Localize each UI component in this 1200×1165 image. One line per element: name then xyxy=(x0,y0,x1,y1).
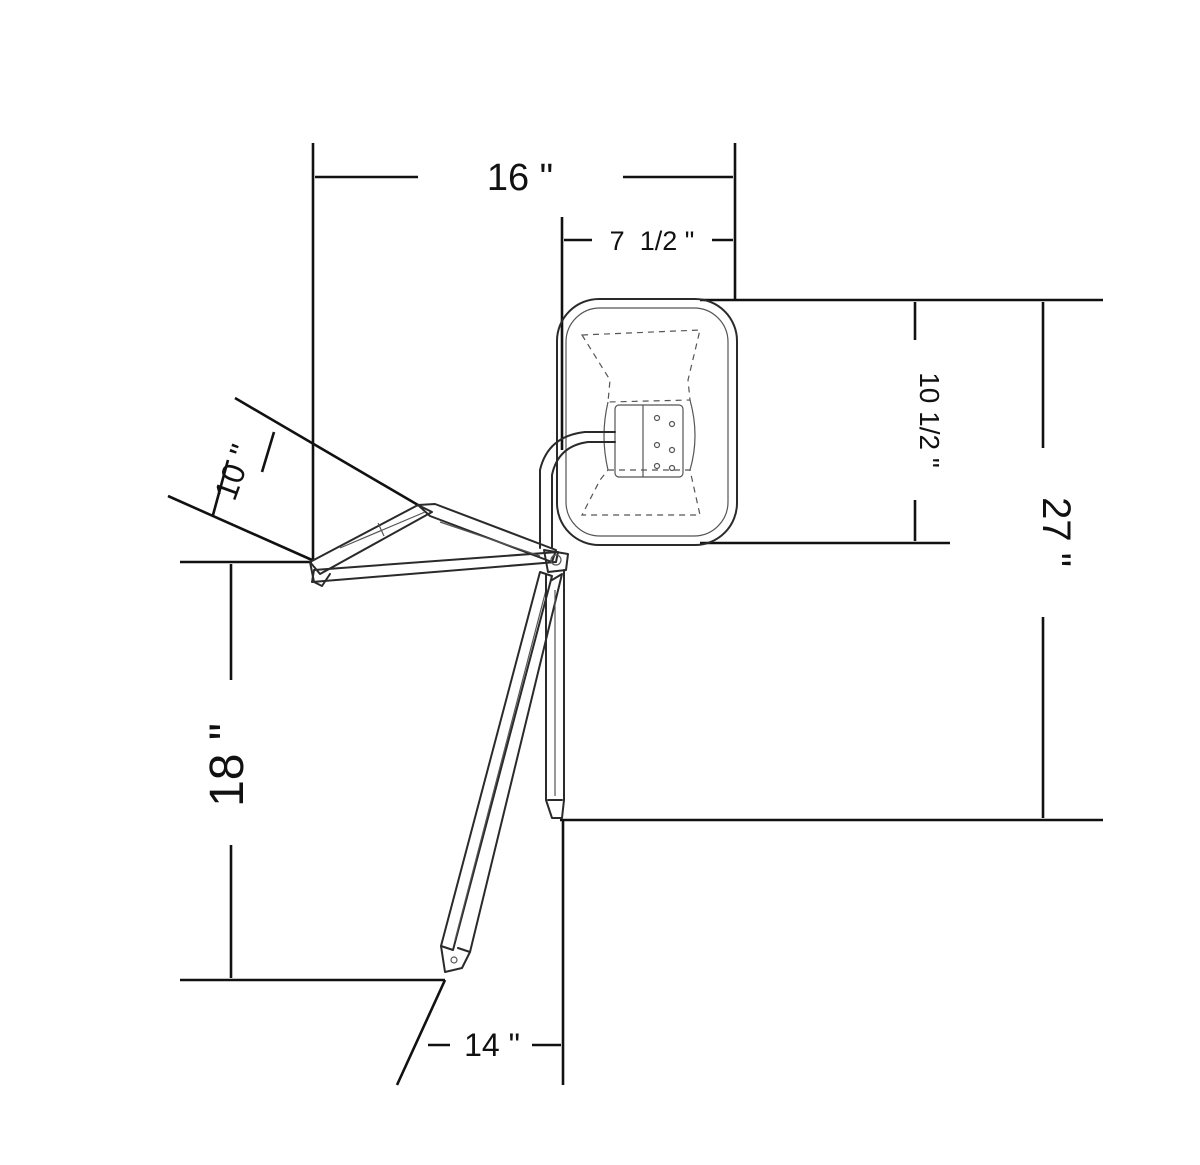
dim-lower-drop: 18 " xyxy=(201,723,254,807)
dim-head-width: 7 1/2 " xyxy=(610,226,695,256)
dimension-lines xyxy=(167,143,1103,1086)
dim-base-offset: 14 " xyxy=(464,1027,520,1063)
dim-overall-height: 27 " xyxy=(1034,497,1078,567)
dimension-labels: 16 " 7 1/2 " 10 1/2 " 27 " 10 " 18 " 14 … xyxy=(201,157,1078,1063)
mirror-head xyxy=(539,298,738,549)
upper-arm-assembly xyxy=(309,503,569,587)
dim-arm-length: 10 " xyxy=(207,440,260,505)
dim-head-height: 10 1/2 " xyxy=(914,372,945,468)
dim-overall-width: 16 " xyxy=(487,157,553,199)
lower-brace xyxy=(440,571,563,973)
vertical-support-rod xyxy=(545,569,565,819)
